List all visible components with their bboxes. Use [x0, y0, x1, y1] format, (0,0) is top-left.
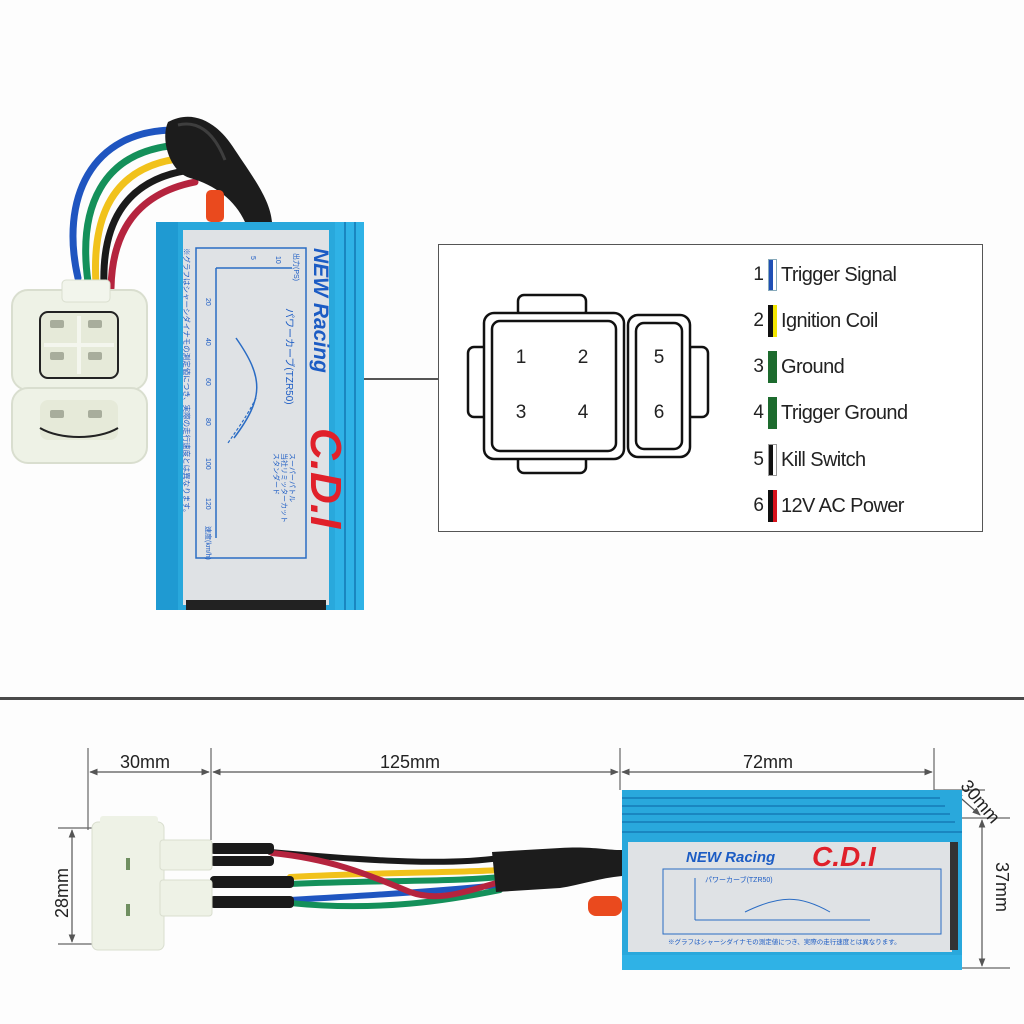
graph-ytick-top: 10 [274, 256, 281, 264]
legend-pin-number: 2 [753, 310, 764, 331]
connector-4pin-housing-inner [490, 319, 618, 453]
graph-xtick-top: 120 [204, 498, 211, 510]
graph-legend-2-top: スタンダード [272, 453, 281, 495]
brand-line-top: NEW Racing [309, 248, 332, 373]
dimension-connector-length: 30mm [120, 752, 171, 772]
connector-block-bottom [91, 816, 213, 951]
graph-title-bottom: パワーカーブ(TZR50) [705, 875, 773, 884]
wire-blue [69, 126, 179, 282]
connector-2pin-top [11, 387, 148, 464]
pin-number: 1 [516, 347, 527, 368]
wire-yellow [92, 154, 189, 288]
label-footnote-bottom: ※グラフはシャーシダイナモの測定値につき、実際の走行速度とは異なります。 [668, 937, 901, 946]
dimension-body-length: 72mm [743, 752, 794, 772]
connector-pinout-diagram: 1 2 3 4 5 6 [466, 293, 710, 475]
wire-color-swatch [768, 490, 777, 522]
wire-black [100, 166, 194, 290]
wire-color-swatch [768, 397, 777, 429]
legend-item-trigger-signal: 1 Trigger Signal [750, 258, 897, 292]
cdi-dimension-view: NEW Racing C.D.I パワーカーブ(TZR50) ※グラフはシャーシ… [58, 748, 1010, 970]
graph-xtick-top: 40 [204, 338, 211, 346]
heat-shrink-sleeve [165, 116, 272, 222]
pin-number: 3 [516, 402, 527, 423]
orange-indicator [206, 190, 224, 222]
wire-color-swatch [768, 305, 777, 337]
legend-label: 12V AC Power [781, 494, 904, 517]
legend-item-trigger-ground: 4 Trigger Ground [750, 396, 908, 430]
legend-item-12v-ac-power: 6 12V AC Power [750, 489, 904, 523]
wire-color-swatch [768, 351, 777, 383]
wire-black [267, 849, 503, 865]
graph-legend-1-top: 当社リミッターカット [280, 453, 289, 523]
cdi-body-bottom: NEW Racing C.D.I パワーカーブ(TZR50) ※グラフはシャーシ… [622, 790, 962, 970]
cdi-body-top [156, 222, 364, 610]
legend-pin-number: 5 [753, 449, 764, 470]
wire-red [107, 178, 199, 292]
label-footnote-top: ※グラフはシャーシダイナモの測定値につき、実際の走行速度とは異なります。 [182, 248, 192, 516]
dimension-connector-height: 28mm [52, 867, 72, 918]
dimension-wire-length: 125mm [380, 752, 441, 772]
orange-indicator [588, 896, 622, 916]
pin-number: 6 [654, 402, 665, 423]
legend-item-kill-switch: 5 Kill Switch [750, 443, 866, 477]
wire-red [269, 850, 503, 900]
cdi-logo-bottom: C.D.I [812, 841, 877, 872]
pin-number: 4 [578, 402, 589, 423]
graph-xtick-top: 80 [204, 418, 211, 426]
legend-pin-number: 3 [753, 356, 764, 377]
legend-pin-number: 4 [753, 402, 764, 423]
dimension-body-height: 37mm [992, 862, 1012, 913]
graph-xtick-top: 20 [204, 298, 211, 306]
connector-2pin-housing-inner [634, 321, 684, 451]
cdi-unit-photo-top: NEW Racing C.D.I パワーカーブ(TZR50) 出力(PS) スー… [11, 116, 364, 610]
legend-item-ground: 3 Ground [750, 350, 845, 384]
connector-4pin-top [11, 279, 148, 391]
wire-green [287, 887, 503, 910]
graph-xlabel-top: 速度(km/h) [204, 526, 213, 560]
graph-ylabel-top: 出力(PS) [292, 253, 301, 281]
graph-title-top: パワーカーブ(TZR50) [283, 308, 296, 405]
legend-pin-number: 6 [753, 495, 764, 516]
graph-xtick-top: 60 [204, 378, 211, 386]
wire-color-swatch [768, 444, 777, 476]
heat-shrink-sleeve [492, 847, 622, 892]
pin-number: 5 [654, 347, 665, 368]
legend-label: Trigger Ground [781, 401, 908, 424]
wire-green [287, 874, 503, 887]
legend-item-ignition-coil: 2 Ignition Coil [750, 304, 878, 338]
graph-legend-0-top: スーパーパトル [288, 453, 296, 502]
legend-label: Ground [781, 355, 845, 378]
legend-label: Kill Switch [781, 448, 866, 471]
wire-color-swatch [768, 259, 777, 291]
cdi-logo-top: C.D.I [301, 428, 350, 529]
legend-label: Ignition Coil [781, 309, 878, 332]
wire-harness-top [69, 126, 199, 292]
wire-harness-bottom [267, 849, 503, 910]
wire-yellow [287, 867, 503, 880]
leader-line [364, 378, 439, 380]
graph-xtick-top: 100 [204, 458, 211, 470]
brand-line-bottom: NEW Racing [686, 849, 775, 866]
pin-number: 2 [578, 347, 589, 368]
graph-ytick-top: 5 [249, 256, 256, 260]
wire-green [82, 141, 184, 286]
legend-pin-number: 1 [753, 264, 764, 285]
section-divider [0, 697, 1024, 700]
legend-label: Trigger Signal [781, 263, 897, 286]
